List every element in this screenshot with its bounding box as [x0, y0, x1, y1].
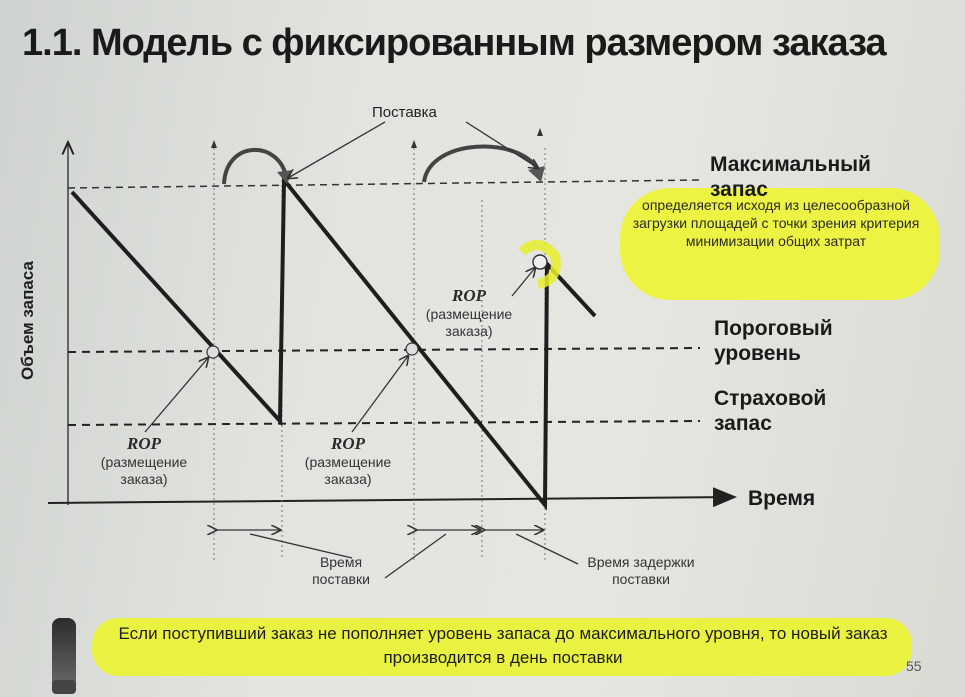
- rop-point-2: [405, 342, 419, 356]
- rop-text: (размещение заказа): [100, 454, 188, 487]
- max-point-highlight: [518, 240, 561, 289]
- lead-time-label: Время поставки: [312, 554, 370, 587]
- x-axis-label: Время: [748, 487, 816, 510]
- page-title: 1.1. Модель с фиксированным размером зак…: [22, 22, 887, 64]
- delivery-arrow-1: [222, 148, 288, 185]
- rop-label-1: ROP (размещение заказа): [84, 434, 204, 488]
- delivery-arrow-2: [422, 144, 540, 183]
- safety-level-label: Страховой запас: [714, 387, 827, 435]
- safety-level-line: [67, 420, 701, 426]
- max-level-note: определяется исходя из целесообразной за…: [632, 197, 920, 249]
- guide-ticks: [211, 128, 543, 148]
- rop-abbr: ROP: [127, 434, 161, 453]
- rop-abbr: ROP: [452, 286, 486, 305]
- x-axis: [47, 487, 737, 508]
- exclamation-dot-icon: [52, 680, 76, 694]
- lead-time-spans: [216, 530, 579, 579]
- page-number: 55: [906, 658, 922, 674]
- max-level-line: [67, 179, 701, 189]
- y-axis-label: Объем запаса: [18, 261, 37, 380]
- max-point-circle: [532, 254, 548, 270]
- bottom-note: Если поступивший заказ не пополняет уров…: [118, 624, 888, 667]
- delay-label: Время задержки поставки: [587, 554, 695, 587]
- rop-text: (размещение заказа): [304, 454, 392, 487]
- delivery-label: Поставка: [372, 104, 437, 121]
- max-level-label: Максимальный запас: [710, 153, 871, 201]
- rop-abbr: ROP: [331, 434, 365, 453]
- rop-label-2: ROP (размещение заказа): [288, 434, 408, 488]
- max-note-highlight: [620, 188, 940, 300]
- reorder-level-label: Пороговый уровень: [714, 317, 833, 365]
- reorder-level-line: [67, 347, 701, 353]
- bottom-note-highlight: [92, 618, 912, 676]
- rop-text: (размещение заказа): [425, 306, 513, 339]
- rop-point-1: [206, 345, 220, 359]
- exclamation-icon: [52, 618, 76, 690]
- rop-label-3: ROP (размещение заказа): [404, 286, 534, 340]
